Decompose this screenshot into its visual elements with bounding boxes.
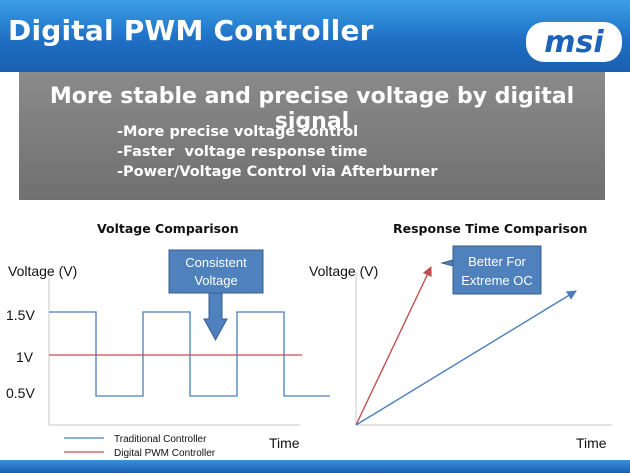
msi-logo: msi bbox=[526, 22, 622, 62]
callout-pointer bbox=[440, 259, 454, 267]
header-bar: Digital PWM Controller msi bbox=[0, 0, 630, 72]
voltage-chart-title: Voltage Comparison bbox=[97, 221, 239, 236]
voltage-x-axis-label: Time bbox=[269, 435, 300, 451]
callout-line: Better For bbox=[468, 254, 526, 269]
extreme-oc-callout: Better For Extreme OC bbox=[440, 245, 542, 295]
tick-label-1v: 1V bbox=[16, 349, 34, 365]
consistent-voltage-callout: Consistent Voltage bbox=[168, 249, 264, 342]
footer-bar bbox=[0, 460, 630, 473]
bullet-item: -More precise voltage control bbox=[117, 124, 359, 140]
banner-bullet-list: -More precise voltage control -Faster vo… bbox=[117, 122, 437, 182]
response-y-axis-label: Voltage (V) bbox=[309, 263, 378, 279]
logo-text: msi bbox=[544, 25, 604, 60]
bullet-item: -Faster voltage response time bbox=[117, 144, 368, 160]
traditional-response-arrow bbox=[355, 290, 577, 426]
summary-banner: More stable and precise voltage by digit… bbox=[19, 72, 605, 200]
legend-label-digital: Digital PWM Controller bbox=[114, 448, 216, 459]
voltage-y-axis-label: Voltage (V) bbox=[8, 263, 77, 279]
response-chart-title: Response Time Comparison bbox=[393, 221, 588, 236]
slide-title: Digital PWM Controller bbox=[8, 14, 374, 47]
response-x-axis-label: Time bbox=[576, 435, 607, 451]
legend-label-traditional: Traditional Controller bbox=[114, 434, 207, 445]
callout-line: Voltage bbox=[194, 273, 237, 288]
digital-response-arrow bbox=[355, 266, 432, 426]
banner-heading: More stable and precise voltage by digit… bbox=[49, 84, 575, 134]
callout-line: Consistent bbox=[185, 255, 247, 270]
traditional-controller-waveform bbox=[49, 311, 330, 397]
tick-label-0-5v: 0.5V bbox=[6, 385, 35, 401]
callout-line: Extreme OC bbox=[461, 273, 533, 288]
bullet-item: -Power/Voltage Control via Afterburner bbox=[117, 164, 438, 180]
callout-arrow-down bbox=[203, 292, 228, 342]
tick-label-1-5v: 1.5V bbox=[6, 307, 35, 323]
